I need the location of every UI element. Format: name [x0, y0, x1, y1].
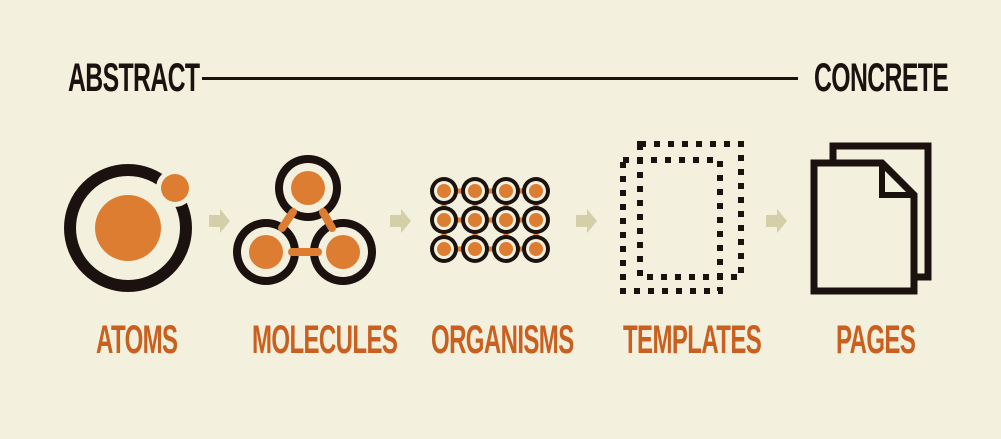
stage-label-molecules: MOLECULES — [252, 318, 398, 362]
arrow-icon — [766, 209, 787, 233]
stage-label-templates: TEMPLATES — [623, 318, 762, 362]
molecule-icon — [233, 155, 376, 285]
stacked-pages-icon — [810, 142, 932, 295]
atom-icon — [64, 164, 194, 292]
stage-label-pages: PAGES — [836, 318, 916, 362]
stage-label-atoms: ATOMS — [96, 318, 178, 362]
concrete-label: CONCRETE — [814, 56, 949, 100]
arrow-icon — [576, 209, 597, 233]
abstract-concrete-line — [202, 77, 798, 80]
dotted-page-icon — [620, 141, 744, 294]
organism-grid-icon — [430, 177, 550, 263]
arrow-icon — [390, 209, 411, 233]
stage-label-organisms: ORGANISMS — [431, 318, 574, 362]
abstract-label: ABSTRACT — [68, 56, 200, 100]
arrow-icon — [209, 209, 230, 233]
